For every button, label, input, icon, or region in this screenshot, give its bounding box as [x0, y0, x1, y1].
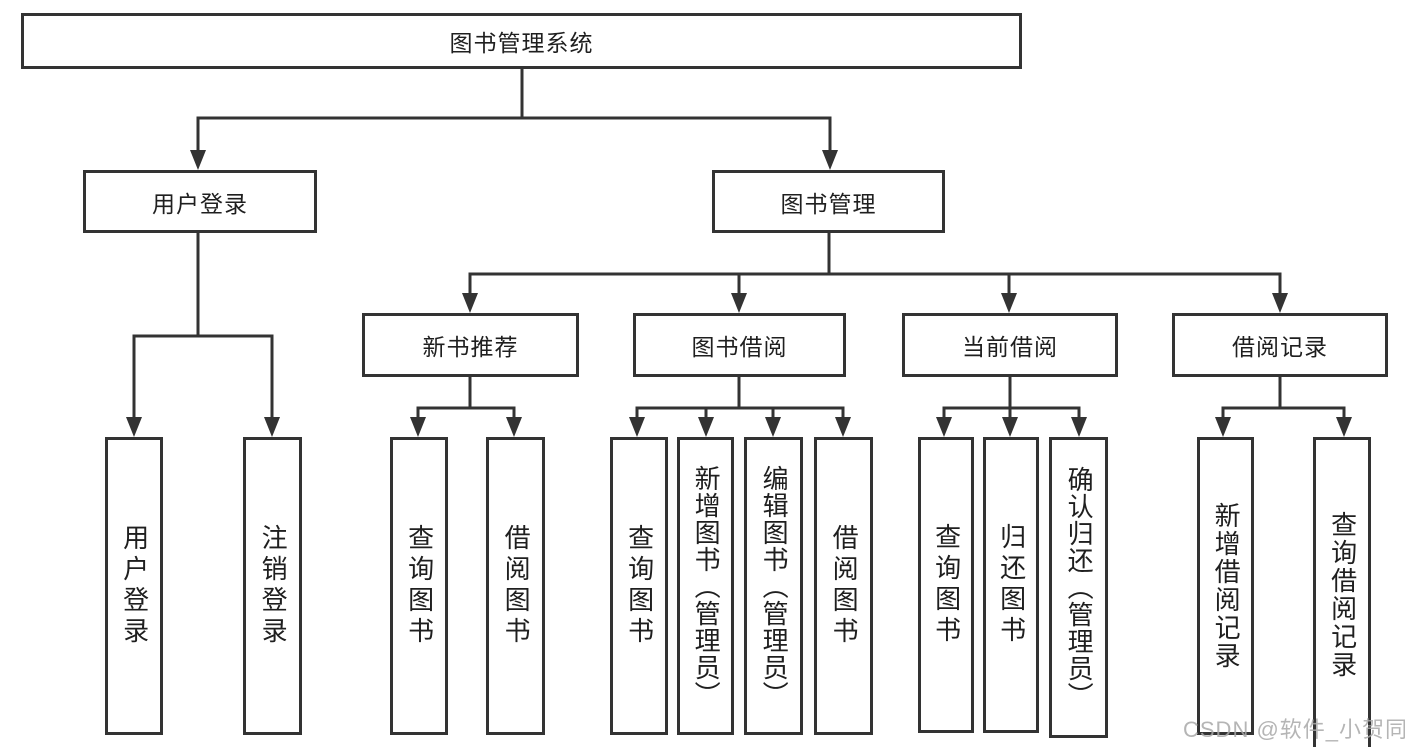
arrowhead-icon [1272, 293, 1288, 313]
leaf-query-books-3-label: 查询图书 [931, 523, 962, 647]
leaf-edit-books-admin-label: 编辑图书（管理员） [759, 464, 790, 708]
arrowhead-icon [190, 150, 206, 170]
node-root-label: 图书管理系统 [449, 30, 594, 56]
arrowhead-icon [506, 417, 522, 437]
arrowheads [126, 150, 1352, 437]
leaf-borrow-books-1-label: 借阅图书 [501, 524, 532, 648]
arrowhead-icon [462, 293, 478, 313]
leaf-user-login: 用户登录 [105, 437, 163, 735]
leaf-user-login-label: 用户登录 [119, 524, 150, 648]
connector-newbook-split [416, 406, 516, 423]
leaf-return-books: 归还图书 [983, 437, 1039, 733]
connector-root-split [196, 116, 832, 153]
connector-bookmgmt-split [468, 272, 1282, 298]
leaf-logout-label: 注销登录 [258, 524, 289, 648]
arrowhead-icon [264, 417, 280, 437]
leaf-borrow-books-1: 借阅图书 [486, 437, 545, 735]
connector-records-split [1221, 406, 1346, 423]
node-user-login: 用户登录 [83, 170, 317, 233]
leaf-query-books-1: 查询图书 [390, 437, 448, 735]
node-user-login-label: 用户登录 [152, 190, 248, 217]
node-new-book-recommend: 新书推荐 [362, 313, 579, 377]
connector-borrow-split [635, 406, 845, 423]
node-borrowing-records-label: 借阅记录 [1232, 334, 1328, 360]
arrowhead-icon [629, 417, 645, 437]
leaf-logout: 注销登录 [243, 437, 302, 735]
arrowhead-icon [1001, 293, 1017, 313]
leaf-query-books-1-label: 查询图书 [404, 524, 435, 648]
leaf-query-books-3: 查询图书 [918, 437, 974, 733]
node-book-management: 图书管理 [712, 170, 945, 233]
arrowhead-icon [410, 417, 426, 437]
node-root: 图书管理系统 [21, 13, 1022, 69]
arrowhead-icon [1336, 417, 1352, 437]
leaf-add-books-admin: 新增图书（管理员） [677, 437, 734, 735]
arrowhead-icon [822, 150, 838, 170]
csdn-watermark: CSDN @软件_小贺同学 [1183, 717, 1405, 742]
leaf-confirm-return-admin-label: 确认归还（管理员） [1064, 466, 1095, 709]
arrowhead-icon [1071, 417, 1087, 437]
node-new-book-recommend-label: 新书推荐 [422, 334, 519, 360]
node-book-management-label: 图书管理 [780, 190, 877, 217]
leaf-query-borrow-record: 查询借阅记录 [1313, 437, 1371, 747]
arrowhead-icon [698, 417, 714, 437]
leaf-query-books-2: 查询图书 [610, 437, 668, 735]
arrowhead-icon [1215, 417, 1231, 437]
node-current-borrowing-label: 当前借阅 [962, 334, 1058, 360]
leaf-add-borrow-record: 新增借阅记录 [1197, 437, 1254, 735]
arrowhead-icon [936, 417, 952, 437]
arrowhead-icon [1002, 417, 1018, 437]
leaf-borrow-books-2: 借阅图书 [814, 437, 873, 735]
leaf-query-borrow-record-label: 查询借阅记录 [1327, 510, 1358, 679]
connector-userlogin-split [132, 334, 274, 422]
leaf-add-borrow-record-label: 新增借阅记录 [1211, 502, 1242, 670]
node-current-borrowing: 当前借阅 [902, 313, 1118, 377]
leaf-query-books-2-label: 查询图书 [624, 524, 655, 648]
arrowhead-icon [731, 293, 747, 313]
node-book-borrowing: 图书借阅 [633, 313, 846, 377]
arrowhead-icon [765, 417, 781, 437]
leaf-add-books-admin-label: 新增图书（管理员） [691, 464, 722, 708]
arrowhead-icon [835, 417, 851, 437]
leaf-borrow-books-2-label: 借阅图书 [829, 524, 860, 648]
arrowhead-icon [126, 417, 142, 437]
node-borrowing-records: 借阅记录 [1172, 313, 1388, 377]
node-book-borrowing-label: 图书借阅 [691, 334, 788, 360]
leaf-confirm-return-admin: 确认归还（管理员） [1049, 437, 1108, 738]
leaf-return-books-label: 归还图书 [996, 523, 1027, 647]
leaf-edit-books-admin: 编辑图书（管理员） [744, 437, 803, 735]
